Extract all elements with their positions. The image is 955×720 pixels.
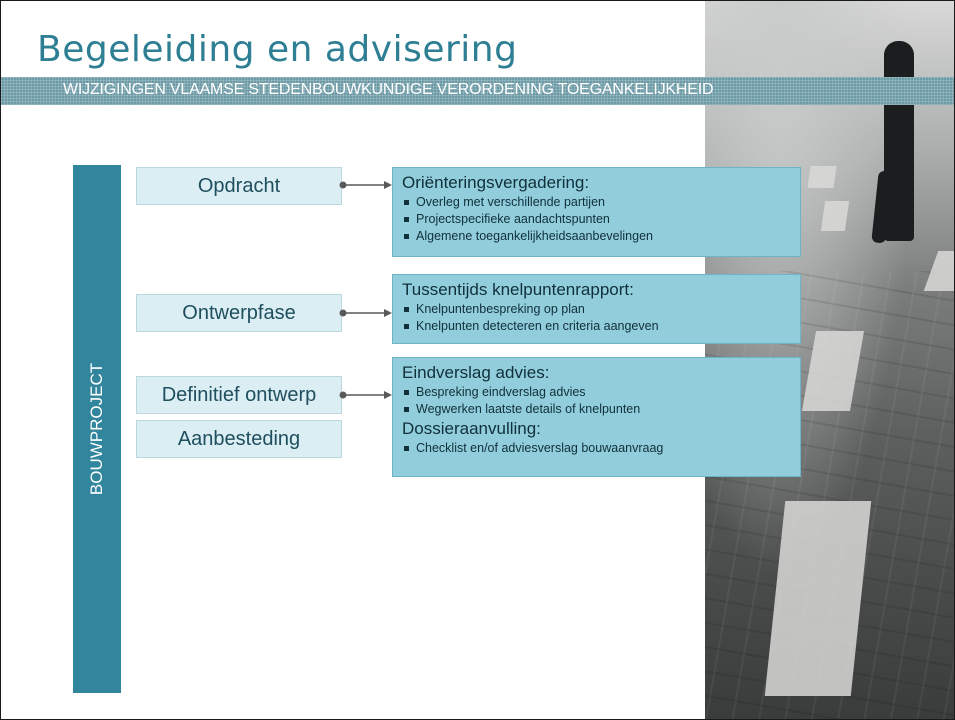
bullet-item: Knelpuntenbespreking op plan (402, 301, 792, 318)
info-heading: Dossieraanvulling: (402, 419, 541, 438)
bullet-item: Bespreking eindverslag advies (402, 384, 792, 401)
road-stripe (820, 201, 850, 231)
phase-ontwerpfase: Ontwerpfase (136, 294, 342, 332)
bouwproject-bar: BOUWPROJECT (72, 164, 122, 694)
page-subtitle: WIJZIGINGEN VLAAMSE STEDENBOUWKUNDIGE VE… (63, 81, 714, 98)
bullet-list: Bespreking eindverslag advies Wegwerken … (402, 384, 792, 418)
info-box-orientering: Oriënteringsvergadering: Overleg met ver… (392, 167, 801, 257)
info-box-eindverslag: Eindverslag advies: Bespreking eindversl… (392, 357, 801, 477)
bullet-item: Algemene toegankelijkheidsaanbevelingen (402, 228, 792, 245)
street-photo (705, 1, 954, 719)
bullet-list: Overleg met verschillende partijen Proje… (402, 194, 792, 245)
connector-arrow (339, 309, 392, 317)
road-stripe (807, 166, 837, 188)
bullet-list: Knelpuntenbespreking op plan Knelpunten … (402, 301, 792, 335)
phase-opdracht: Opdracht (136, 167, 342, 205)
info-box-knelpuntenrapport: Tussentijds knelpuntenrapport: Knelpunte… (392, 274, 801, 344)
bullet-list: Checklist en/of adviesverslag bouwaanvra… (402, 440, 792, 457)
info-heading: Oriënteringsvergadering: (402, 173, 590, 192)
connector-arrow (339, 181, 392, 189)
subtitle-band (1, 77, 954, 105)
bullet-item: Checklist en/of adviesverslag bouwaanvra… (402, 440, 792, 457)
info-heading: Eindverslag advies: (402, 363, 550, 382)
bouwproject-label: BOUWPROJECT (87, 362, 106, 496)
bullet-item: Projectspecifieke aandachtspunten (402, 211, 792, 228)
page-title: Begeleiding en advisering (37, 29, 518, 70)
connector-arrow (339, 391, 392, 399)
phase-definitief-ontwerp: Definitief ontwerp (136, 376, 342, 414)
bullet-item: Wegwerken laatste details of knelpunten (402, 401, 792, 418)
phase-aanbesteding: Aanbesteding (136, 420, 342, 458)
info-heading: Tussentijds knelpuntenrapport: (402, 280, 634, 299)
bullet-item: Overleg met verschillende partijen (402, 194, 792, 211)
walking-person-figure (884, 41, 914, 241)
bullet-item: Knelpunten detecteren en criteria aangev… (402, 318, 792, 335)
